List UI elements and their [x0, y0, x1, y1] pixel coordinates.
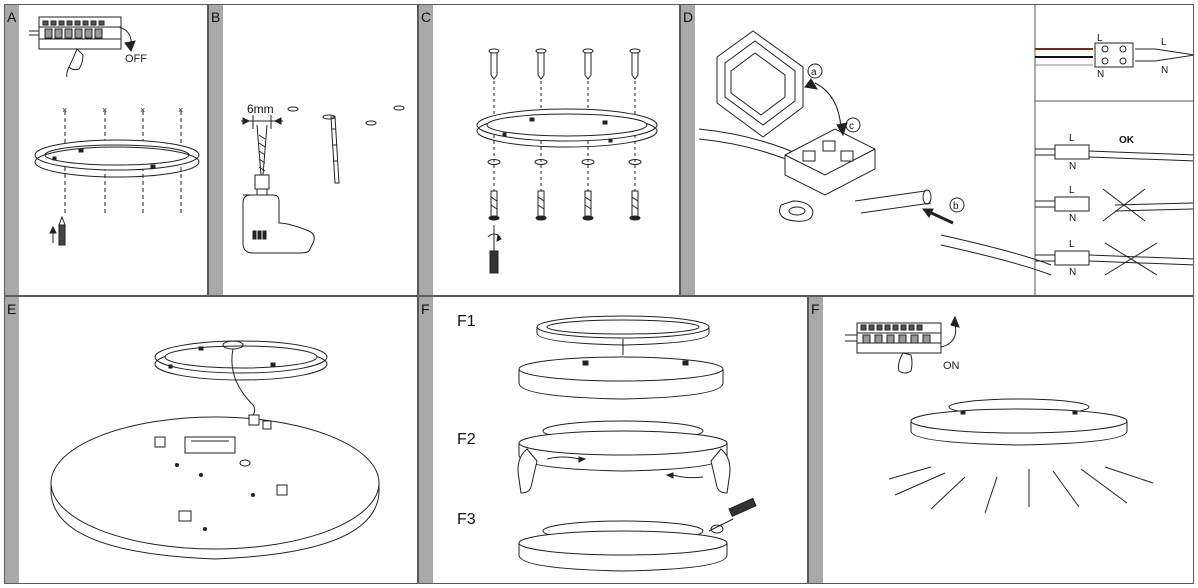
screwdriver-icon [708, 497, 757, 534]
terminal-cover [716, 30, 804, 138]
wiring-diagram: a c b L N L N OK L N L N L N [698, 5, 1193, 295]
panel-f-steps: F F1 F2 F3 [418, 296, 808, 584]
wall-plug-icon [322, 114, 340, 184]
ln-connection [1035, 42, 1193, 68]
svg-text:×: × [102, 105, 107, 115]
mounting-ring [34, 139, 200, 178]
hand-icon [898, 352, 913, 374]
wrong-connection-2 [1035, 242, 1193, 276]
panel-letter: E [7, 301, 17, 317]
hand-right-icon [710, 448, 731, 494]
label-live: L [1069, 185, 1075, 196]
terminal-block [779, 128, 876, 222]
panel-letter: F [421, 301, 430, 317]
hand-left-icon [517, 448, 538, 494]
label-neutral: N [1069, 213, 1076, 224]
light-panel [910, 398, 1128, 446]
panel-letter: A [7, 9, 17, 25]
switch-on-diagram: ON [845, 315, 1154, 514]
panel-a: A [4, 4, 208, 296]
screwdriver-icon [487, 225, 502, 274]
correct-connection [1035, 144, 1193, 162]
panel-tab: F [809, 297, 823, 583]
mounting-ring [154, 340, 328, 381]
panel-tab: B [209, 5, 223, 295]
svg-text:×: × [178, 105, 183, 115]
panel-tab: D [681, 5, 695, 295]
off-label: OFF [125, 53, 147, 65]
hand-icon [66, 48, 84, 78]
light-panel [50, 414, 380, 560]
switch-off-ring-diagram: × × × × OFF [29, 16, 200, 246]
panel-e: E [4, 296, 418, 584]
pencil-icon [49, 215, 66, 246]
panel-letter: D [683, 9, 694, 25]
step-f2-label: F2 [457, 431, 476, 448]
arrow-a-icon [814, 82, 842, 130]
light-rays [888, 466, 1154, 514]
panel-letter: C [421, 9, 432, 25]
callout-c: c [849, 121, 854, 132]
label-live-out: L [1161, 37, 1167, 48]
callout-a: a [811, 67, 817, 78]
panel-d: D [680, 4, 1194, 296]
wall-plugs [488, 48, 641, 80]
panel-lock-diagram [517, 315, 757, 572]
ok-label: OK [1119, 135, 1135, 146]
panel-letter: B [211, 9, 221, 25]
panel-tab: A [5, 5, 19, 295]
on-label: ON [943, 360, 960, 372]
callout-b: b [953, 201, 959, 212]
step-f3-figure [518, 497, 757, 572]
step-f2-figure [517, 420, 731, 494]
wrong-connection-1 [1035, 188, 1193, 222]
cable-sleeve [854, 189, 932, 214]
panel-f-final: F [808, 296, 1194, 584]
washers [487, 159, 642, 165]
drilling-diagram: 6mm [241, 102, 405, 254]
panel-letter: F [811, 301, 820, 317]
svg-text:×: × [140, 105, 145, 115]
led-driver [184, 436, 236, 454]
svg-text:×: × [62, 105, 67, 115]
label-neutral: N [1097, 69, 1104, 80]
label-neutral: N [1069, 267, 1076, 278]
panel-b: B [208, 4, 418, 296]
panel-tab: E [5, 297, 19, 583]
screws [488, 190, 641, 221]
step-f3-label: F3 [457, 511, 476, 528]
panel-tab: F [419, 297, 433, 583]
drill-size-label: 6mm [247, 102, 274, 116]
panel-tab: C [419, 5, 433, 295]
on-arrow-icon [940, 322, 957, 348]
label-live: L [1097, 33, 1103, 44]
panel-attach-diagram [50, 340, 380, 560]
label-neutral: N [1069, 161, 1076, 172]
mounting-ring [476, 108, 658, 148]
screw-mounting-diagram [476, 48, 658, 274]
label-live: L [1069, 133, 1075, 144]
drill-icon [242, 124, 315, 254]
panel-c: C [418, 4, 680, 296]
breaker-box-icon [845, 322, 942, 354]
mounting-clips [154, 414, 288, 522]
label-live: L [1069, 239, 1075, 250]
step-f1-label: F1 [457, 313, 476, 330]
label-neutral-out: N [1161, 65, 1168, 76]
step-f1-figure [518, 315, 724, 400]
breaker-box-icon [29, 16, 122, 50]
